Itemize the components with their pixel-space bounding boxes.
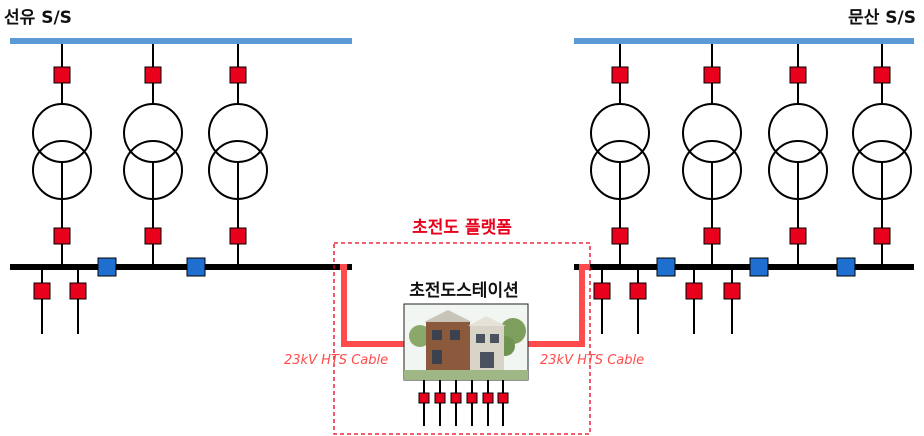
left-top-bus [10,38,352,44]
bus-tie-breaker-5 [836,257,856,277]
right-main-bus [574,264,914,270]
right-transformer-3-upper-breaker [789,66,807,84]
bus-tie-breaker-1 [97,257,117,277]
left-transformer-2-upper-breaker [144,66,162,84]
left-transformer-1-secondary-coil [32,140,92,200]
left-transformer-3-upper-breaker [229,66,247,84]
left-feeder-2 [69,270,87,334]
right-transformer-1-lower-breaker [611,227,629,245]
station-feeder-2-breaker [434,392,446,404]
left-transformer-3 [208,44,268,264]
bus-tie-breaker-3 [656,257,676,277]
hts-cable-right [528,264,590,347]
right-transformer-group [590,44,912,264]
right-transformer-2-primary-coil [682,103,742,163]
right-transformer-4-upper-breaker [873,66,891,84]
right-feeder-3-breaker [685,282,703,300]
left-transformer-2-lower-breaker [144,227,162,245]
left-transformer-group [32,44,268,264]
bus-tie-breakers [97,257,856,277]
right-transformer-1 [590,44,650,264]
left-feeder-1 [33,270,51,334]
left-transformer-1 [32,44,92,264]
station-feeder-4-breaker [466,392,478,404]
station-feeder-6-breaker [497,392,509,404]
left-substation-label: 선유 S/S [4,8,72,28]
right-substation-label: 문산 S/S [848,8,916,28]
right-transformer-2-upper-breaker [703,66,721,84]
right-feeder-4 [723,270,741,334]
right-transformer-4 [852,44,912,264]
platform-label: 초전도 플랫폼 [412,218,512,238]
station-feeder-5 [482,380,494,426]
right-feeder-3 [685,270,703,334]
left-feeder-1-breaker [33,282,51,300]
hts-cable-left [340,264,404,347]
left-transformer-2-secondary-coil [123,140,183,200]
right-feeder-2 [629,270,647,334]
right-feeder-1-breaker [593,282,611,300]
station-building-image [403,303,529,381]
station-feeder-3-breaker [450,392,462,404]
station-feeder-4 [466,380,478,426]
right-transformer-1-primary-coil [590,103,650,163]
right-transformer-3-secondary-coil [768,140,828,200]
bus-tie-breaker-2 [186,257,206,277]
right-feeder-2-breaker [629,282,647,300]
cable-left-label: 23kV HTS Cable [284,353,388,368]
right-transformer-1-secondary-coil [590,140,650,200]
right-transformer-3 [768,44,828,264]
station-feeder-5-breaker [482,392,494,404]
left-feeder-2-breaker [69,282,87,300]
right-transformer-3-lower-breaker [789,227,807,245]
left-main-bus [10,264,352,270]
right-transformer-4-primary-coil [852,103,912,163]
right-transformer-4-secondary-coil [852,140,912,200]
left-transformer-3-secondary-coil [208,140,268,200]
left-transformer-2-primary-coil [123,103,183,163]
station-feeder-6 [497,380,509,426]
station-feeder-1 [418,380,430,426]
station-feeder-1-breaker [418,392,430,404]
left-transformer-1-lower-breaker [53,227,71,245]
left-transformer-2 [123,44,183,264]
cable-right-label: 23kV HTS Cable [540,353,644,368]
right-transformer-2-secondary-coil [682,140,742,200]
right-transformer-2 [682,44,742,264]
right-feeder-4-breaker [723,282,741,300]
left-transformer-1-upper-breaker [53,66,71,84]
right-transformer-2-lower-breaker [703,227,721,245]
right-transformer-1-upper-breaker [611,66,629,84]
station-label: 초전도스테이션 [409,281,518,301]
station-feeder-group [418,380,509,426]
right-feeder-group [593,270,741,334]
bus-tie-breaker-4 [749,257,769,277]
station-feeder-3 [450,380,462,426]
left-feeder-group [33,270,87,334]
left-transformer-3-primary-coil [208,103,268,163]
station-feeder-2 [434,380,446,426]
platform-boundary [333,242,591,435]
right-transformer-4-lower-breaker [873,227,891,245]
right-top-bus [574,38,914,44]
left-transformer-1-primary-coil [32,103,92,163]
left-transformer-3-lower-breaker [229,227,247,245]
right-feeder-1 [593,270,611,334]
right-transformer-3-primary-coil [768,103,828,163]
